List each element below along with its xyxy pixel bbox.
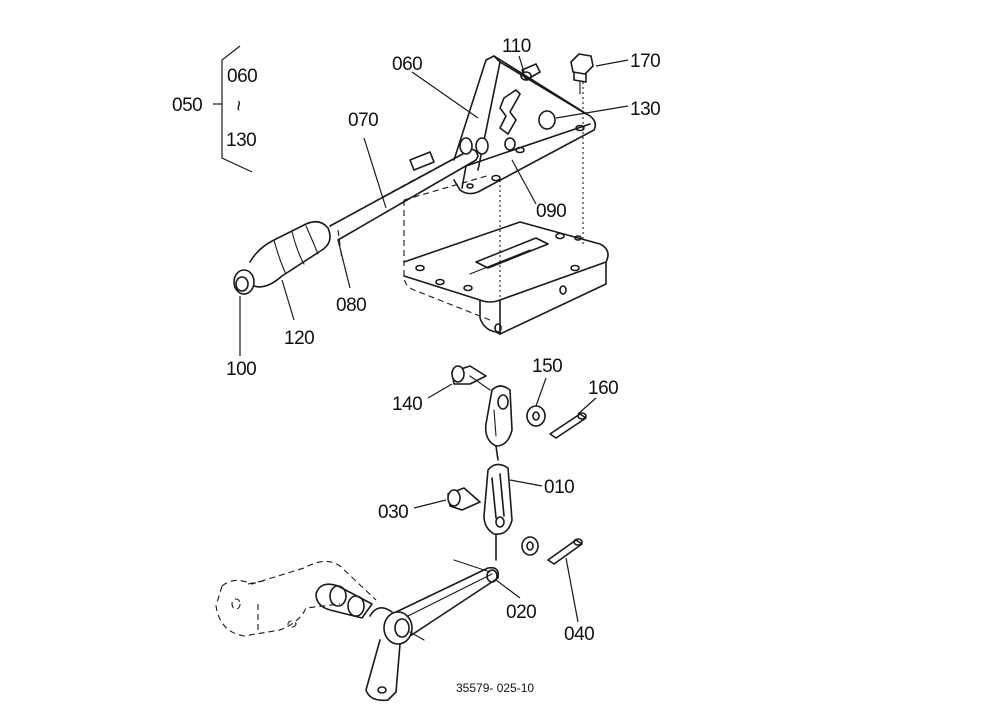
washer-020 <box>521 536 539 556</box>
label-110: 110 <box>502 36 531 57</box>
cotter-pin-040 <box>547 538 583 565</box>
label-010: 010 <box>544 477 574 498</box>
document-number: 35579- 025-10 <box>456 681 534 695</box>
pin-030 <box>447 487 481 511</box>
bolt-170 <box>570 53 594 95</box>
label-100: 100 <box>226 359 256 380</box>
label-060: 060 <box>392 54 422 75</box>
label-030: 030 <box>378 502 408 523</box>
label-140: 140 <box>392 394 422 415</box>
lever-070 <box>233 137 516 295</box>
label-080: 080 <box>336 295 366 316</box>
label-130: 130 <box>630 99 660 120</box>
lever-guide-060 <box>453 55 597 300</box>
pin-140 <box>451 365 491 391</box>
label-050: 050 <box>172 95 202 116</box>
label-150: 150 <box>532 356 562 377</box>
leader-lines <box>239 55 629 623</box>
label-120: 120 <box>284 328 314 349</box>
callout-labels: 050 060 ~ 130 060 070 110 170 130 090 08… <box>172 36 661 695</box>
label-070: 070 <box>348 110 378 131</box>
shift-arm <box>365 559 500 702</box>
washer-150 <box>526 405 546 427</box>
label-170: 170 <box>630 51 660 72</box>
cotter-pin-160 <box>549 412 587 439</box>
label-090: 090 <box>536 201 566 222</box>
rod-end-upper <box>484 385 513 461</box>
shift-shaft-housing <box>215 560 377 637</box>
group-bracket-050 <box>213 45 253 173</box>
mounting-bracket <box>403 174 609 335</box>
label-060-group: 060 <box>227 66 257 87</box>
label-040: 040 <box>564 624 594 645</box>
rod-010 <box>483 463 513 561</box>
label-020: 020 <box>506 602 536 623</box>
label-tilde: ~ <box>227 100 248 111</box>
label-160: 160 <box>588 378 618 399</box>
label-130-group: 130 <box>226 130 256 151</box>
